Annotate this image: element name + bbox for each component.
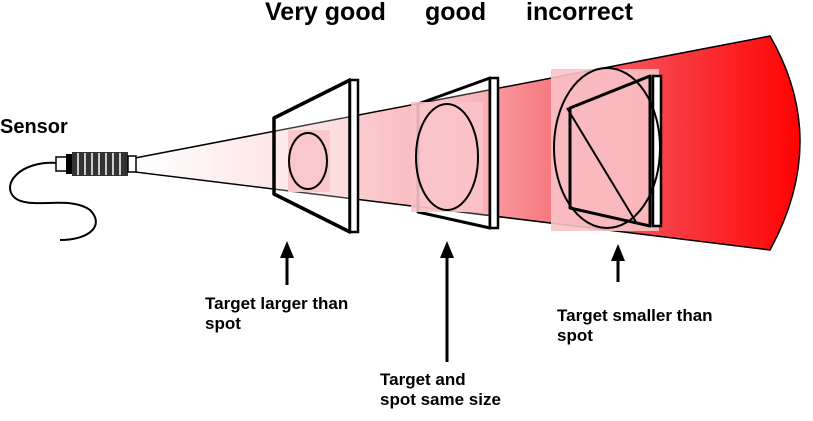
sensor-icon — [55, 152, 137, 176]
label-larger: Target larger than spot — [205, 294, 348, 334]
sensor-cable — [9, 161, 97, 241]
spot-ellipse — [415, 103, 479, 211]
label-same-line2: spot same size — [380, 390, 501, 409]
label-larger-line2: spot — [205, 314, 241, 333]
label-same: Target and spot same size — [380, 370, 501, 410]
label-larger-line1: Target larger than — [205, 294, 349, 313]
heading-incorrect: incorrect — [526, 0, 633, 26]
heading-good: good — [425, 0, 487, 26]
arrow-larger — [280, 241, 294, 285]
target-larger-than-spot — [272, 78, 360, 234]
target-smaller-than-spot — [551, 67, 663, 231]
label-smaller: Target smaller than spot — [557, 306, 713, 346]
spot-ellipse — [553, 67, 661, 229]
label-same-line1: Target and — [380, 370, 466, 389]
spot-ellipse — [288, 132, 328, 190]
heading-very-good: Very good — [265, 0, 386, 26]
label-smaller-line2: spot — [557, 326, 593, 345]
label-smaller-line1: Target smaller than — [557, 306, 713, 325]
sensor-label: Sensor — [0, 116, 68, 138]
arrow-smaller — [611, 244, 625, 282]
arrow-same — [440, 241, 454, 362]
target-same-size — [411, 76, 500, 230]
